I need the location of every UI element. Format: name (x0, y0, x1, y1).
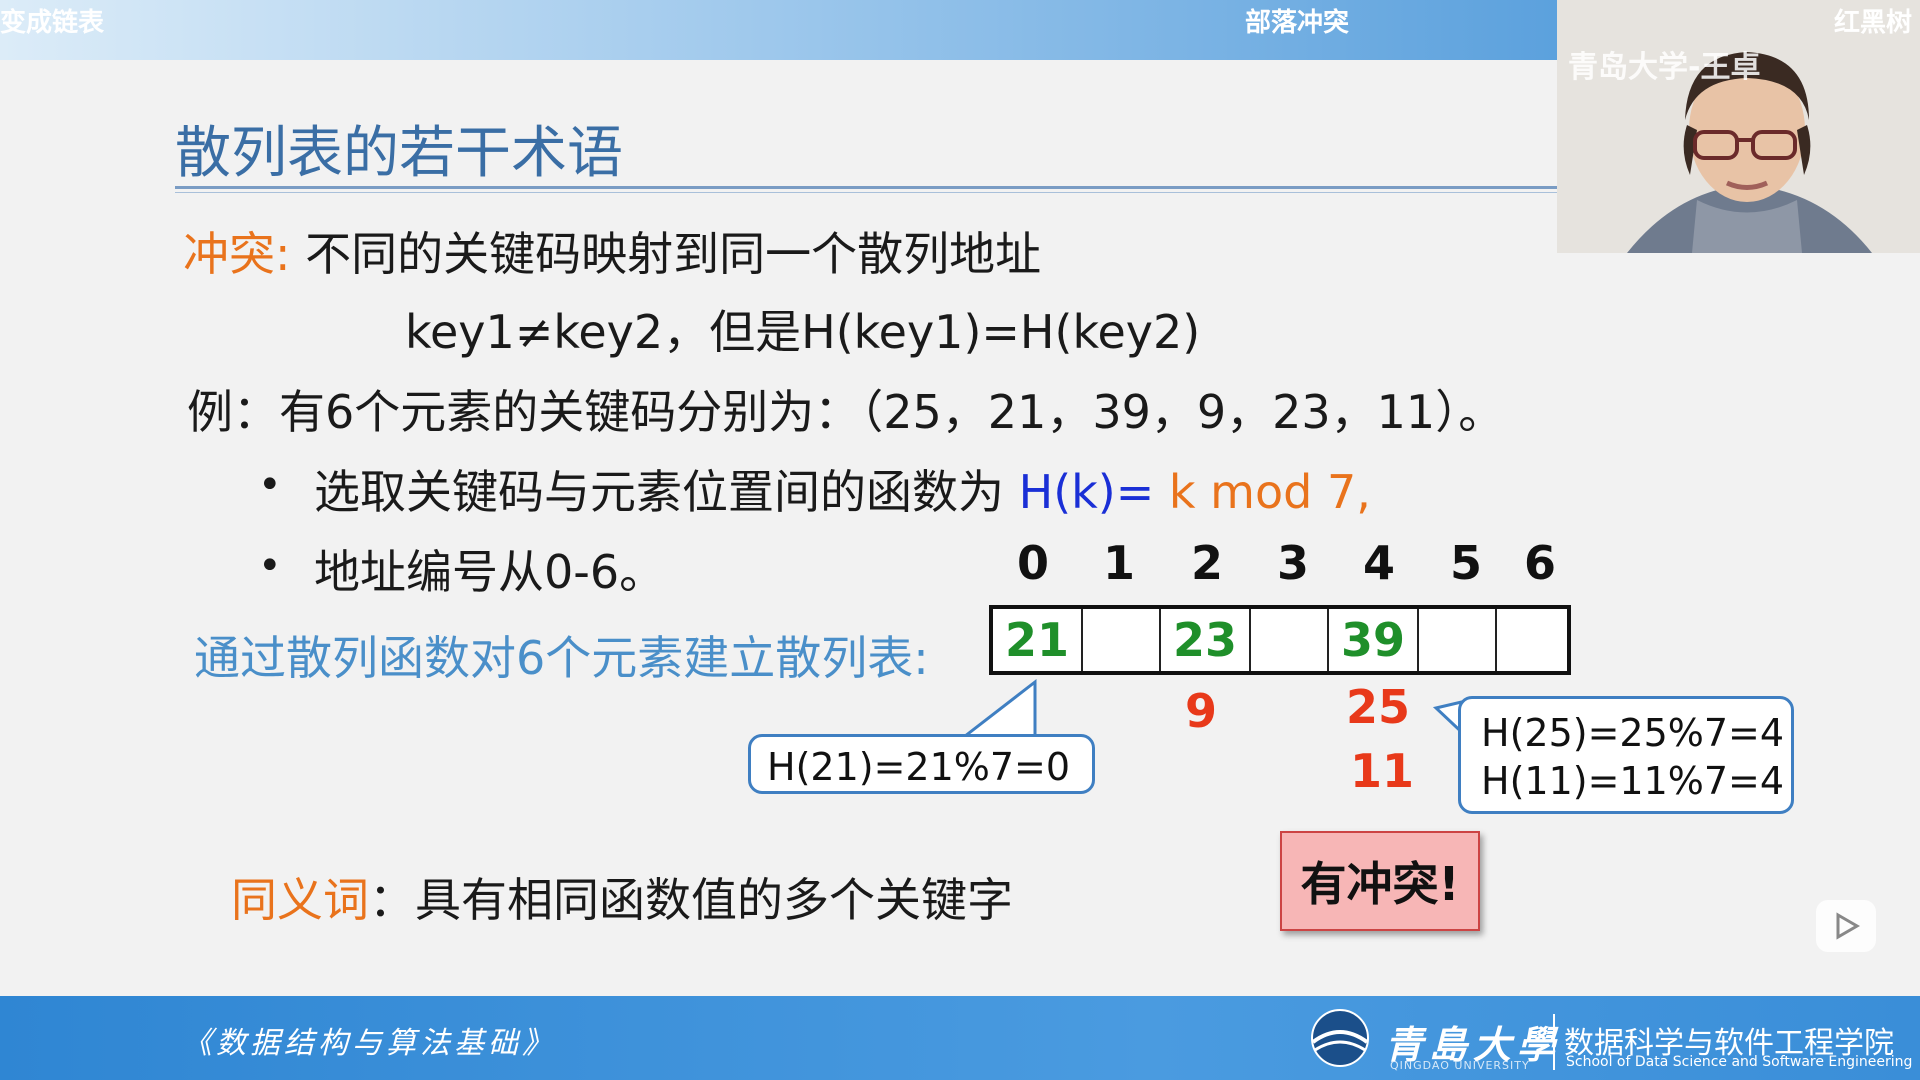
play-button[interactable] (1816, 900, 1876, 952)
video-watermark: 青岛大学-王卓 (1568, 50, 1761, 85)
bullet-dot: • (258, 462, 282, 508)
bullet-dot: • (258, 543, 282, 589)
hash-cell: 21 (993, 609, 1083, 671)
play-icon (1836, 912, 1860, 940)
hash-table: 21 23 39 (989, 605, 1571, 675)
hk-formula: H(k)= (1018, 465, 1155, 519)
university-name-en: QINGDAO UNIVERSITY (1390, 1059, 1530, 1072)
callout-h25-h11: H(25)=25%7=4 H(11)=11%7=4 (1458, 696, 1794, 814)
conflict-definition: 冲突: 不同的关键码映射到同一个散列地址 (183, 218, 1041, 284)
footer-divider (1553, 1014, 1555, 1070)
top-center-text: 部落冲突 (1245, 8, 1350, 38)
callout-h21-text: H(21)=21%7=0 (767, 745, 1071, 789)
hash-cell (1083, 609, 1161, 671)
mod-formula: k mod 7, (1154, 465, 1371, 519)
synonym-def-text: ：具有相同函数值的多个关键字 (369, 873, 1013, 927)
school-name: 数据科学与软件工程学院 (1564, 1026, 1894, 1061)
bullet-hash-function: 选取关键码与元素位置间的函数为 H(k)= k mod 7, (314, 456, 1371, 522)
conflict-formula: key1≠key2，但是H(key1)=H(key2) (405, 305, 1201, 359)
webcam-video: 红黑树 (1557, 0, 1920, 253)
index-label: 0 (1016, 536, 1049, 590)
hash-cell (1251, 609, 1329, 671)
index-label: 6 (1523, 536, 1556, 590)
conflict-term: 冲突: (183, 227, 291, 281)
hash-cell: 23 (1161, 609, 1251, 671)
bullet-address-range: 地址编号从0-6。 (314, 545, 666, 599)
synonym-term: 同义词 (231, 873, 369, 927)
index-label: 3 (1276, 536, 1309, 590)
hash-cell (1419, 609, 1497, 671)
index-label: 4 (1362, 536, 1395, 590)
bullet1-prefix: 选取关键码与元素位置间的函数为 (314, 465, 1019, 519)
build-table-label: 通过散列函数对6个元素建立散列表: (194, 631, 929, 685)
collision-value: 25 (1346, 680, 1411, 734)
top-right-text: 红黑树 (1833, 8, 1912, 38)
conflict-def-text: 不同的关键码映射到同一个散列地址 (305, 227, 1042, 281)
slide-title: 散列表的若干术语 (175, 121, 623, 186)
index-label: 5 (1449, 536, 1482, 590)
bottom-bar (0, 996, 1920, 1080)
index-label: 2 (1190, 536, 1223, 590)
presenter-image (1557, 0, 1920, 253)
collision-value: 9 (1185, 684, 1218, 738)
course-title: 《数据结构与算法基础》 (182, 1026, 556, 1061)
example-text: 例：有6个元素的关键码分别为：（25，21，39，9，23，11）。 (187, 385, 1505, 439)
title-divider (175, 186, 1557, 189)
callout-h21: H(21)=21%7=0 (748, 734, 1095, 794)
university-name: 青島大學 (1385, 1023, 1562, 1067)
top-left-text: 变成链表 (0, 8, 105, 38)
callout-h25-text: H(25)=25%7=4 (1481, 711, 1785, 755)
school-name-en: School of Data Science and Software Engi… (1566, 1054, 1913, 1070)
synonym-definition: 同义词：具有相同函数值的多个关键字 (231, 864, 1013, 930)
conflict-badge: 有冲突! (1280, 831, 1480, 931)
callout-h11-text: H(11)=11%7=4 (1481, 759, 1785, 803)
title-divider-thin (175, 192, 1557, 193)
collision-value: 11 (1350, 744, 1415, 798)
university-logo-icon (1311, 1009, 1369, 1067)
hash-cell: 39 (1329, 609, 1419, 671)
index-label: 1 (1102, 536, 1135, 590)
